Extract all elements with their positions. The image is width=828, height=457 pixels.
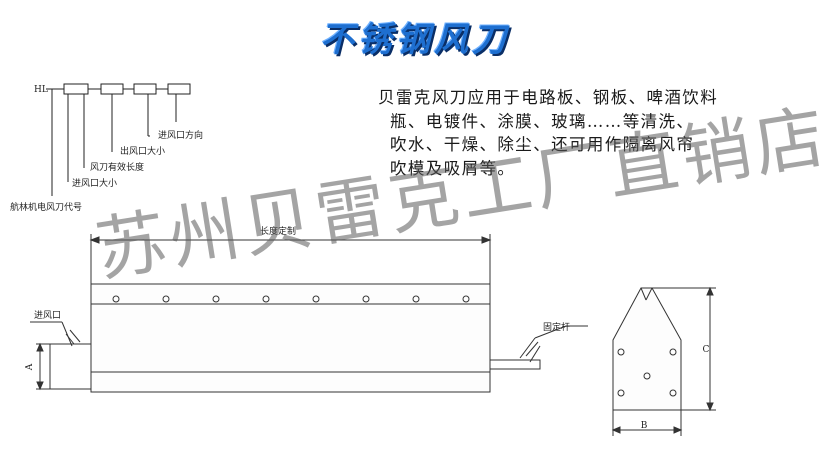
length-label: 长度定制 <box>260 225 296 237</box>
description-line: 吹水、干燥、除尘、还可用作隔离风帘 <box>390 135 695 154</box>
fixing-bar-label: 固定杆 <box>543 321 570 333</box>
front-view-holes <box>112 295 470 303</box>
model-code-prefix: HL <box>34 85 48 95</box>
description-text: 贝雷克风刀应用于电路板、钢板、啤酒饮料 瓶、电镀件、涂膜、玻璃……等清洗、 吹水… <box>378 86 818 180</box>
code-label: 进风口大小 <box>72 179 118 189</box>
code-label: 出风口大小 <box>120 147 166 157</box>
dim-a-label: A <box>25 363 35 371</box>
page-title: 不锈钢风刀 <box>320 20 510 60</box>
code-box <box>167 83 191 95</box>
mounting-hole <box>212 295 220 303</box>
fixing-bar <box>489 359 541 370</box>
air-knife-body <box>90 283 491 393</box>
mounting-hole <box>312 295 320 303</box>
code-label: 进风口方向 <box>158 131 204 141</box>
front-view-drawing <box>30 234 588 393</box>
side-view-drawing <box>611 286 716 436</box>
mounting-hole <box>412 295 420 303</box>
description-line: 瓶、电镀件、涂膜、玻璃……等清洗、 <box>390 111 695 131</box>
inlet-pipe <box>49 343 92 390</box>
dim-b-label: B <box>641 421 648 431</box>
code-label: 风刀有效长度 <box>90 163 145 173</box>
mounting-hole <box>162 295 170 303</box>
mounting-hole <box>462 295 470 303</box>
code-box <box>133 83 157 95</box>
code-label: 航林机电风刀代号 <box>10 203 83 213</box>
code-box <box>63 83 89 95</box>
mounting-hole <box>112 295 120 303</box>
inlet-label: 进风口 <box>34 310 61 321</box>
model-code-diagram: HL <box>34 83 191 196</box>
mounting-hole <box>362 295 370 303</box>
code-box <box>100 83 124 95</box>
mounting-hole <box>262 295 270 303</box>
dim-c-label: C <box>703 345 710 355</box>
description-line: 吹模及吸屑等。 <box>390 158 516 178</box>
description-line: 贝雷克风刀应用于电路板、钢板、啤酒饮料 <box>378 88 719 107</box>
